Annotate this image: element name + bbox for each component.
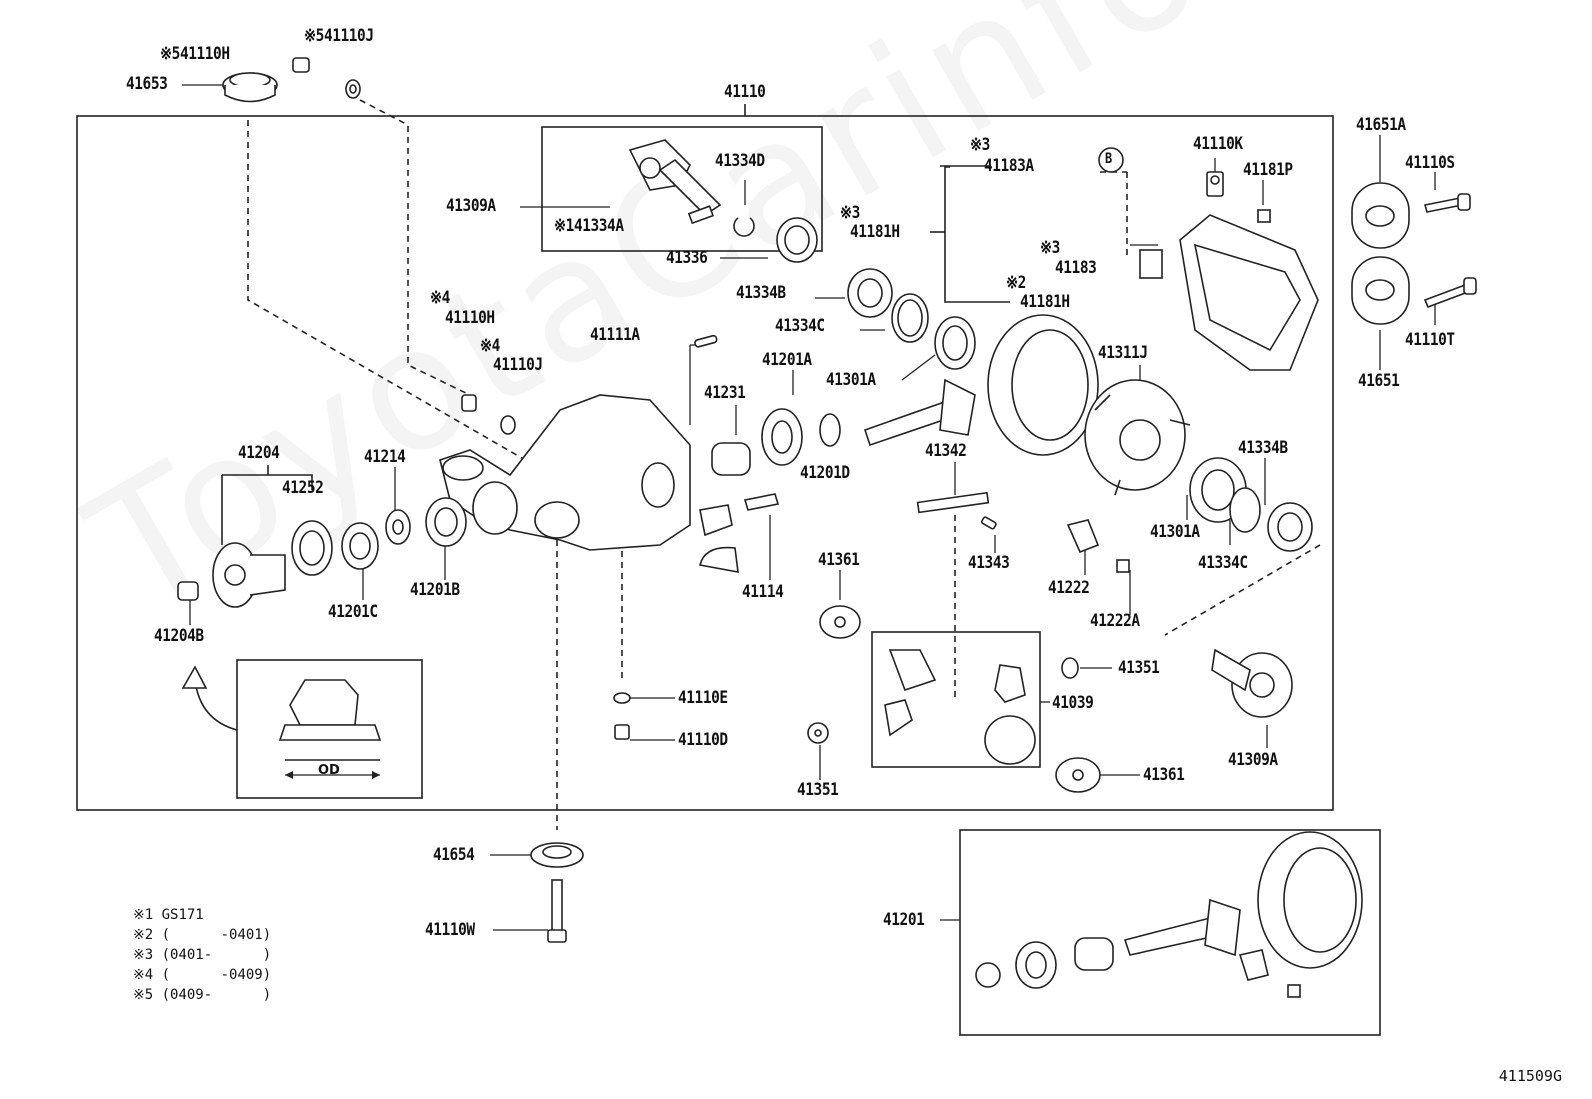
label-41361-a: 41361 — [818, 550, 860, 570]
label-41311J: 41311J — [1098, 343, 1148, 363]
label-41361-b: 41361 — [1143, 765, 1185, 785]
label-41110H-top: ※541110H — [160, 44, 230, 64]
mark-41181H-b: ※2 — [1006, 273, 1026, 293]
note-4: ※4 ( -0409) — [133, 967, 272, 983]
kit-box-41201 — [959, 829, 1381, 1036]
label-41201C: 41201C — [328, 602, 378, 622]
label-41334C-top: 41334C — [775, 316, 825, 336]
label-41181H-b: 41181H — [1020, 292, 1070, 312]
label-41110J-top: ※541110J — [304, 26, 374, 46]
label-41181P: 41181P — [1243, 160, 1293, 180]
label-41231: 41231 — [704, 383, 746, 403]
diagram-code: 411509G — [1498, 1067, 1562, 1085]
label-41309A-right: 41309A — [1228, 750, 1278, 770]
label-41301A-top: 41301A — [826, 370, 876, 390]
mark-41183A: ※3 — [970, 135, 990, 155]
label-41110: 41110 — [724, 82, 766, 102]
main-frame — [76, 115, 1334, 811]
label-41309A-top: 41309A — [446, 196, 496, 216]
label-41351-bottom: 41351 — [797, 780, 839, 800]
label-41653: 41653 — [126, 74, 168, 94]
mark-41110J-mid: ※4 — [480, 336, 500, 356]
label-41252: 41252 — [282, 478, 324, 498]
label-41201B: 41201B — [410, 580, 460, 600]
label-41181H-a: 41181H — [850, 222, 900, 242]
label-41222A: 41222A — [1090, 611, 1140, 631]
label-41334D: 41334D — [715, 151, 765, 171]
label-41039: 41039 — [1052, 693, 1094, 713]
label-41201D: 41201D — [800, 463, 850, 483]
label-41110T: 41110T — [1405, 330, 1455, 350]
label-41351-right: 41351 — [1118, 658, 1160, 678]
label-41334B-right: 41334B — [1238, 438, 1288, 458]
label-41110S: 41110S — [1405, 153, 1455, 173]
label-41343: 41343 — [968, 553, 1010, 573]
note-3: ※3 (0401- ) — [133, 947, 272, 963]
label-41651: 41651 — [1358, 371, 1400, 391]
callout-B: B — [1105, 151, 1112, 167]
label-41183A: 41183A — [984, 156, 1034, 176]
note-2: ※2 ( -0401) — [133, 927, 272, 943]
note-1: ※1 GS171 — [133, 907, 204, 923]
label-41214: 41214 — [364, 447, 406, 467]
label-41334A: ※141334A — [554, 216, 624, 236]
label-41114: 41114 — [742, 582, 784, 602]
label-41342: 41342 — [925, 441, 967, 461]
label-41222: 41222 — [1048, 578, 1090, 598]
label-41651A: 41651A — [1356, 115, 1406, 135]
label-41204B: 41204B — [154, 626, 204, 646]
od-label: OD — [318, 763, 340, 778]
label-41111A: 41111A — [590, 325, 640, 345]
label-41334B-top: 41334B — [736, 283, 786, 303]
mark-41110H-mid: ※4 — [430, 288, 450, 308]
label-41110H-mid: 41110H — [445, 308, 495, 328]
label-41201: 41201 — [883, 910, 925, 930]
label-41110W: 41110W — [425, 920, 475, 940]
label-41334C-right: 41334C — [1198, 553, 1248, 573]
nut-inset-box — [236, 659, 423, 799]
label-41201A: 41201A — [762, 350, 812, 370]
label-41204: 41204 — [238, 443, 280, 463]
label-41110K: 41110K — [1193, 134, 1243, 154]
kit-box-41309A — [541, 126, 823, 252]
label-41183: 41183 — [1055, 258, 1097, 278]
label-41654: 41654 — [433, 845, 475, 865]
label-41110D: 41110D — [678, 730, 728, 750]
kit-box-41039 — [871, 631, 1041, 768]
note-5: ※5 (0409- ) — [133, 987, 272, 1003]
label-41336: 41336 — [666, 248, 708, 268]
mark-41181H-a: ※3 — [840, 203, 860, 223]
label-41110J-mid: 41110J — [493, 355, 543, 375]
mark-41183: ※3 — [1040, 238, 1060, 258]
label-41301A-right: 41301A — [1150, 522, 1200, 542]
label-41110E: 41110E — [678, 688, 728, 708]
